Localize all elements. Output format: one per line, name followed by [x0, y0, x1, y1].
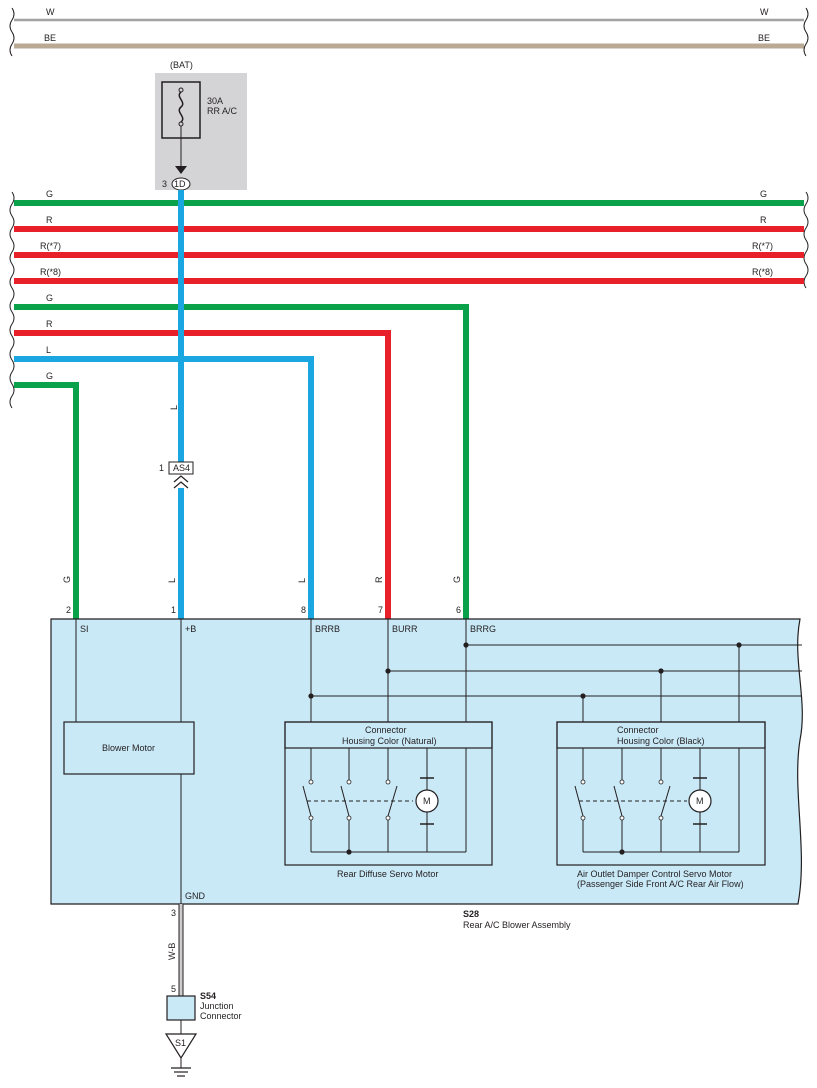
connector-as4-pin: 1 — [159, 463, 164, 473]
wire-be-label-right: BE — [758, 33, 770, 43]
pin-brrg-num: 6 — [456, 605, 461, 615]
wire-g2-label: G — [46, 293, 53, 303]
break-mark-right-bus — [803, 191, 809, 289]
ground-point-s1 — [164, 1033, 198, 1060]
assembly-name: Rear A/C Blower Assembly — [463, 920, 571, 930]
damper-connector-line2: Housing Color (Black) — [617, 736, 705, 746]
wire-g1-label-left: G — [46, 189, 53, 199]
ground-pin-top: 3 — [171, 908, 176, 918]
wire-r2-label: R — [46, 319, 53, 329]
wire-r8-label-left: R(*8) — [40, 267, 61, 277]
pin-brrb-num: 8 — [301, 605, 306, 615]
pin-b-num: 1 — [171, 605, 176, 615]
pin-si-label: SI — [80, 624, 89, 634]
blower-motor-label: Blower Motor — [102, 743, 155, 753]
connector-as4-chevron-icon — [173, 475, 189, 489]
assembly-code: S28 — [463, 909, 479, 919]
break-mark-left-bus — [9, 191, 15, 409]
wire-g3-si — [14, 382, 79, 620]
damper-motor-symbol: M — [696, 796, 704, 806]
junction-line2: Connector — [200, 1011, 242, 1021]
wire-r7-label-left: R(*7) — [40, 241, 61, 251]
top-bus: W W BE BE — [9, 7, 809, 57]
break-mark-right — [803, 7, 809, 57]
wire-l-brrb — [14, 356, 314, 620]
rear-ac-blower-assembly: SI +B BRRB BURR BRRG Blower Motor C — [50, 618, 803, 905]
connector-as4 — [168, 461, 194, 475]
junction-connector-s54 — [166, 995, 196, 1021]
wire-w-label-right: W — [760, 7, 769, 17]
pin-brrb-label: BRRB — [315, 624, 340, 634]
fuse-source-label: (BAT) — [170, 60, 193, 70]
junction-dot — [658, 668, 664, 674]
pin-burr-wire: R — [374, 576, 384, 583]
damper-connector-line1: Connector — [617, 725, 659, 735]
junction-dot — [346, 849, 352, 855]
wire-b-upper-label: L — [169, 405, 179, 410]
wire-r2-burr — [14, 330, 391, 620]
pin-si-num: 2 — [66, 605, 71, 615]
ground-pin-bottom: 5 — [171, 984, 176, 994]
damper-caption-line1: Air Outlet Damper Control Servo Motor — [577, 869, 732, 879]
pin-brrg-label: BRRG — [470, 624, 496, 634]
connector-as4-label: AS4 — [173, 463, 190, 473]
blower-motor-box — [63, 721, 195, 775]
fuse-rating: 30A — [207, 96, 223, 106]
junction-code: S54 — [200, 991, 216, 1001]
wire-g3-label: G — [46, 371, 53, 381]
wire-w-label-left: W — [46, 7, 55, 17]
wire-r8-label-right: R(*8) — [752, 267, 773, 277]
wire-r7-label-right: R(*7) — [752, 241, 773, 251]
ground-circuit: 3 W-B 5 S54 Junction Connector S1 — [164, 904, 242, 1077]
pin-burr-label: BURR — [392, 624, 418, 634]
fuse-arrow-icon — [175, 166, 187, 174]
junction-dot — [736, 642, 742, 648]
junction-dot — [308, 693, 314, 699]
junction-dot — [463, 642, 469, 648]
diffuse-connector-line1: Connector — [365, 725, 407, 735]
diffuse-motor-symbol: M — [423, 796, 431, 806]
break-mark-left — [9, 7, 15, 57]
pin-brrb-wire: L — [297, 578, 307, 583]
motor-icon — [415, 789, 439, 813]
damper-caption-line2: (Passenger Side Front A/C Rear Air Flow) — [577, 879, 744, 889]
wire-r1-label-right: R — [760, 215, 767, 225]
wire-g2-brrg — [14, 304, 469, 620]
motor-icon — [688, 789, 712, 813]
pin-b-wire: L — [167, 578, 177, 583]
fuse-name: RR A/C — [207, 106, 238, 116]
junction-dot — [619, 849, 625, 855]
wire-b-feed: L AS4 1 — [159, 190, 194, 620]
pin-labels: G 2 L 1 L 8 R 7 G 6 — [62, 576, 462, 615]
ground-wire-label: W-B — [167, 943, 177, 960]
gnd-label: GND — [185, 891, 206, 901]
junction-dot — [580, 693, 586, 699]
connector-1d-pin: 3 — [162, 179, 167, 189]
wire-r1-label-left: R — [46, 215, 53, 225]
connector-1d-label: 1D — [174, 179, 186, 189]
wire-g1-label-right: G — [760, 189, 767, 199]
junction-line1: Junction — [200, 1001, 234, 1011]
rear-diffuse-servo-motor: Connector Housing Color (Natural) — [284, 721, 493, 879]
fuse-box-background — [155, 73, 247, 190]
pin-brrg-wire: G — [452, 576, 462, 583]
diffuse-caption: Rear Diffuse Servo Motor — [337, 869, 438, 879]
wire-be-label-left: BE — [44, 33, 56, 43]
air-outlet-damper-servo-motor: Connector Housing Color (Black) M — [556, 721, 766, 889]
signal-bus: G G R R R(*7) R(*7) R(*8) R(*8) G R L G — [9, 189, 809, 620]
ground-icon — [171, 1058, 191, 1077]
pin-si-wire: G — [62, 576, 72, 583]
fuse-block: (BAT) 30A RR A/C 1D 3 — [155, 60, 247, 191]
junction-dot — [385, 668, 391, 674]
wire-l-label: L — [46, 345, 51, 355]
ground-point-label: S1 — [175, 1038, 186, 1048]
pin-burr-num: 7 — [378, 605, 383, 615]
diffuse-connector-line2: Housing Color (Natural) — [342, 736, 437, 746]
pin-b-label: +B — [185, 624, 196, 634]
